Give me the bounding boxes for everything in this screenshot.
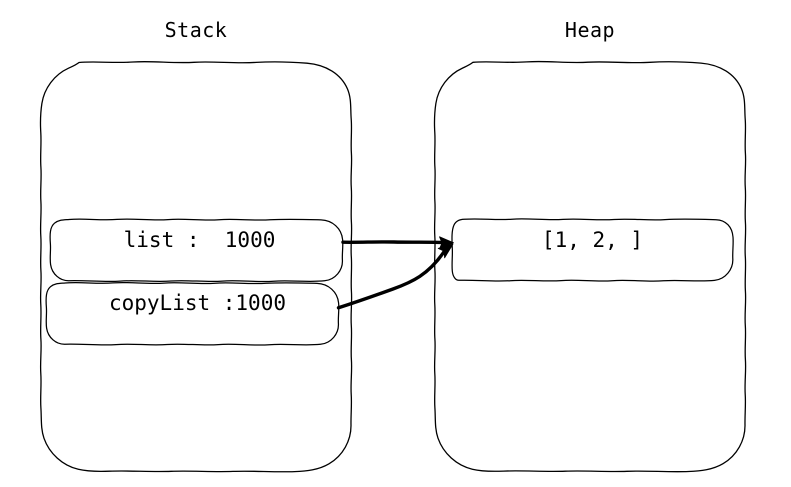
stack-slot-list-label: list : 1000 — [123, 228, 276, 252]
stack-slot-copylist-label: copyList :1000 — [108, 291, 286, 315]
heap-slot-listobj-label: [1, 2, ] — [541, 228, 644, 252]
stack-region-title: Stack — [164, 18, 228, 42]
heap-region-title: Heap — [564, 18, 616, 42]
arrow-copylist-to-heap — [336, 247, 448, 310]
arrow-list-to-heap — [341, 240, 447, 245]
heap-slot-listobj-box[interactable] — [451, 218, 734, 282]
stack-slot-list-box[interactable] — [49, 218, 344, 283]
arrow-copylist-to-heap-head — [437, 243, 454, 259]
stack-slot-copylist-box[interactable] — [45, 281, 340, 346]
